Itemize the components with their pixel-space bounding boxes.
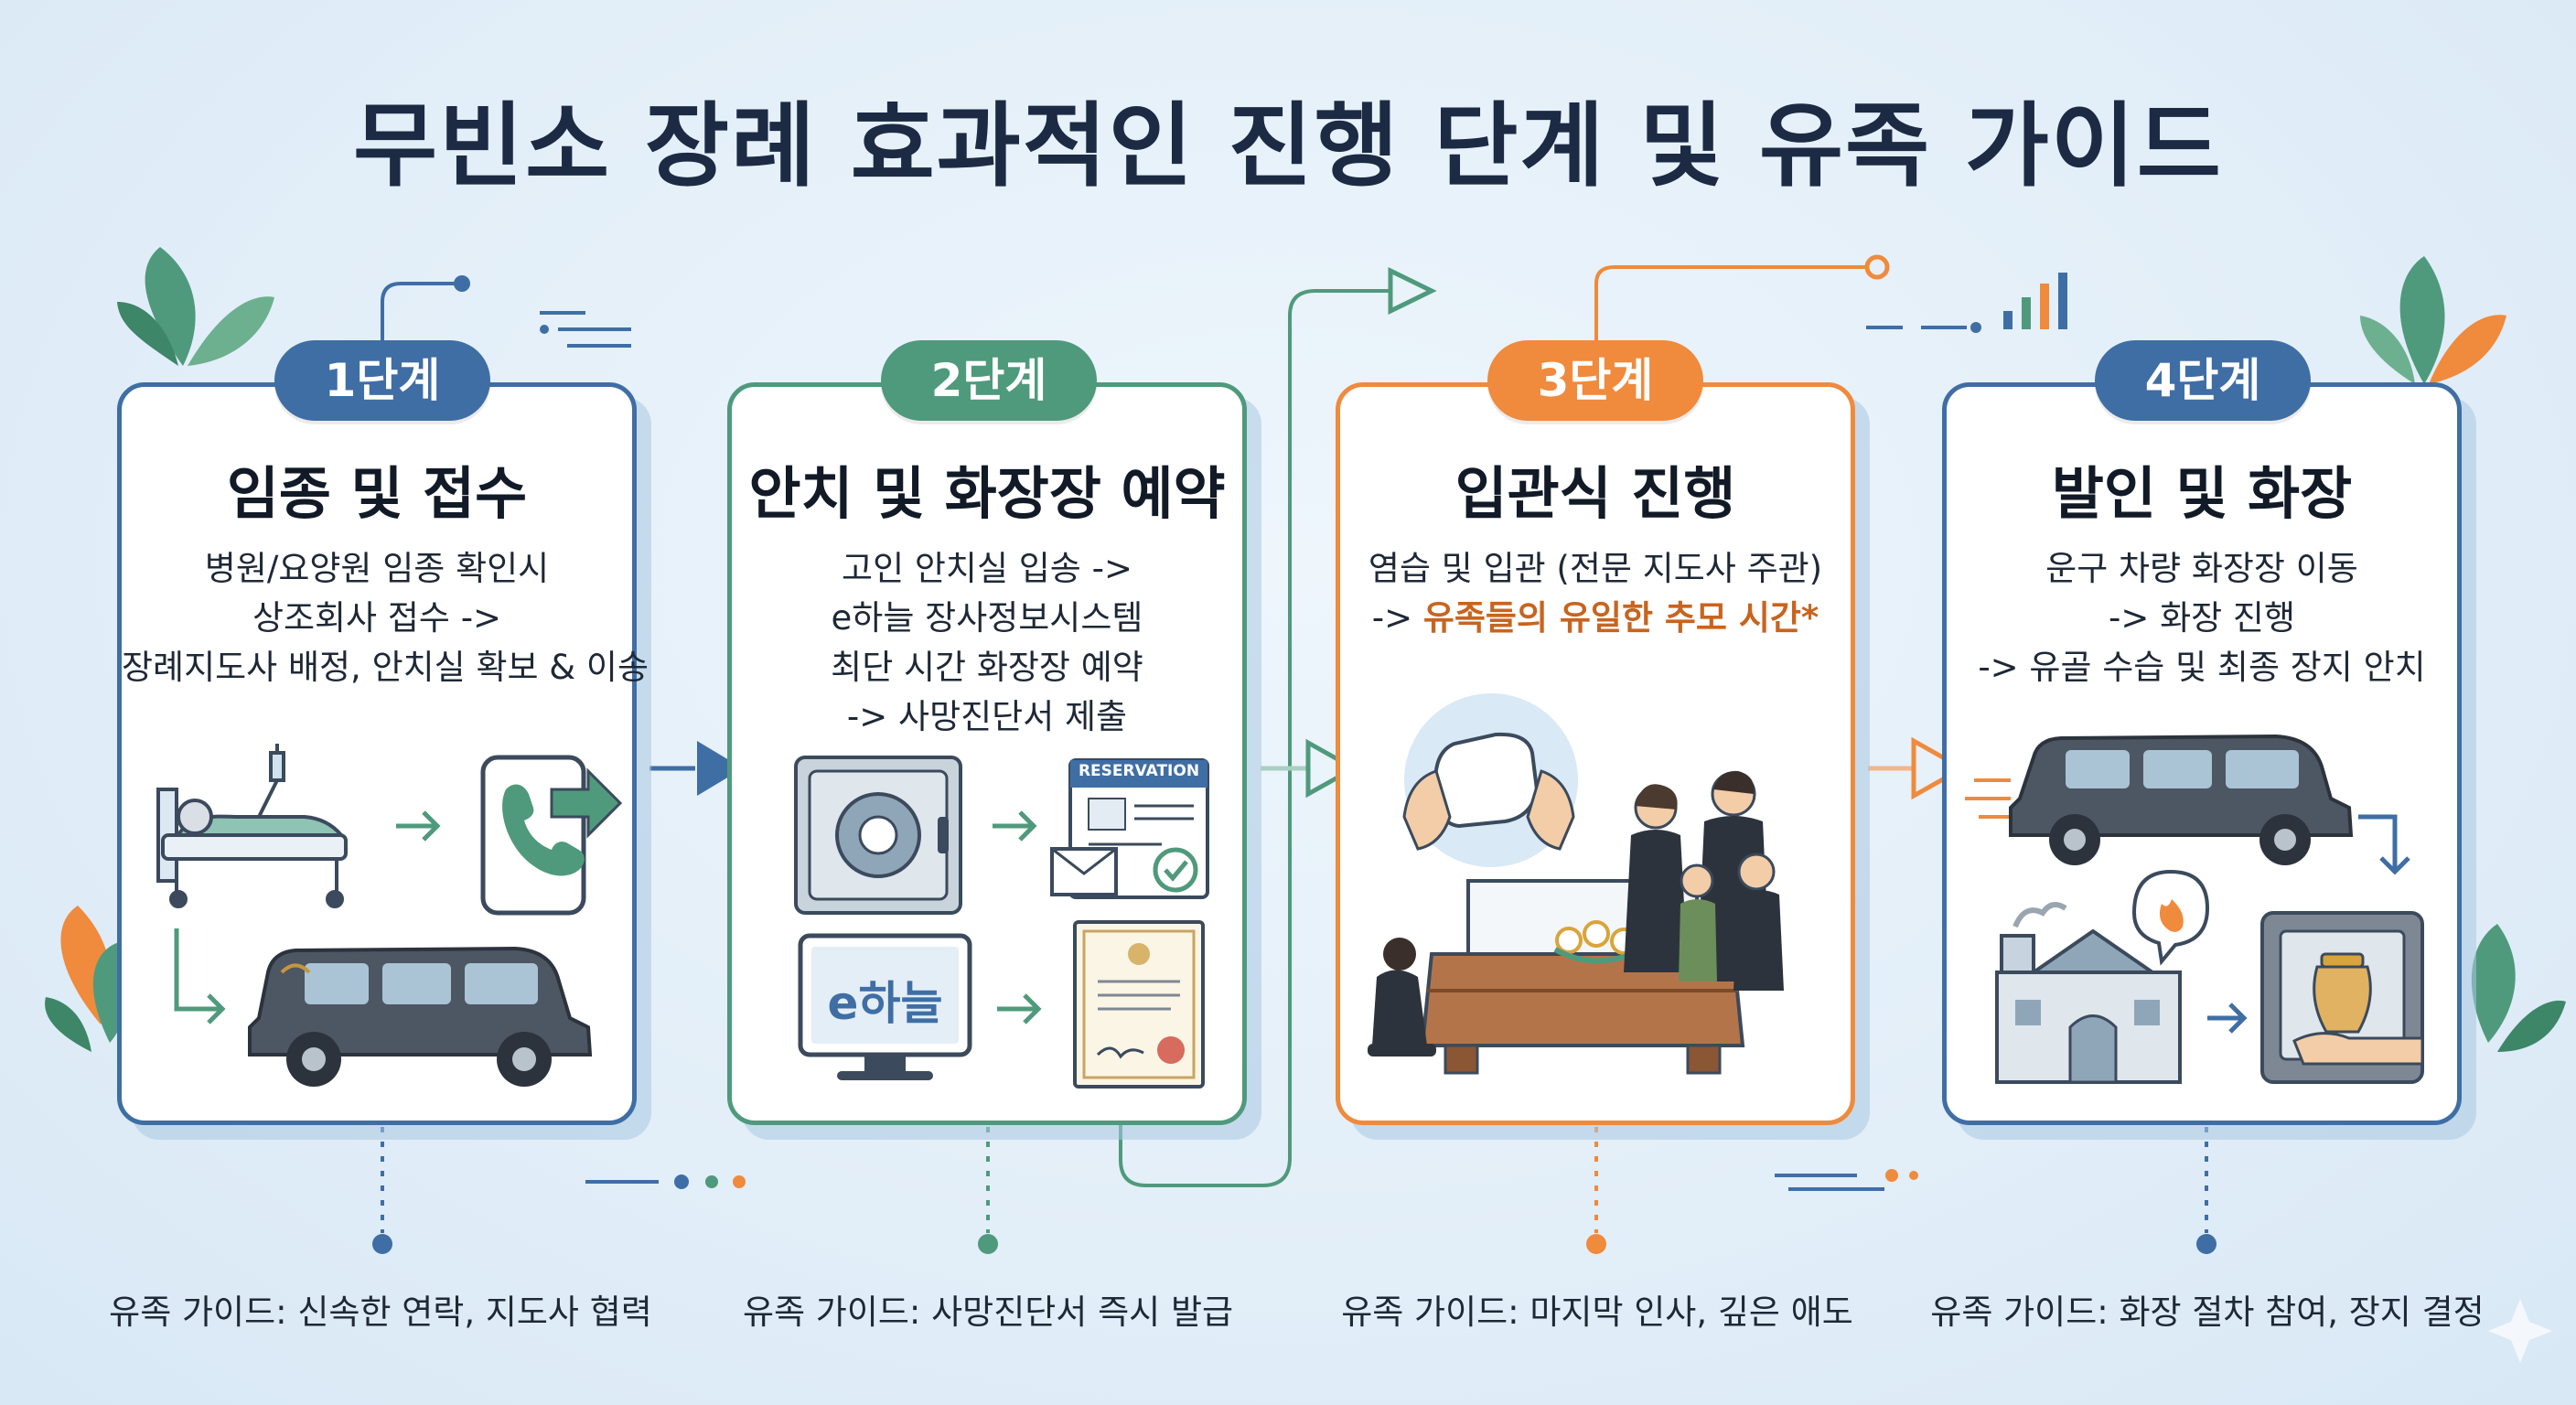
step-title: 임종 및 접수: [226, 460, 528, 527]
monitor-icon: [798, 933, 972, 1080]
step-description: 운구 차량 화장장 이동 -> 화장 진행 -> 유골 수습 및 최종 장지 안…: [1947, 544, 2457, 692]
description-line: 최단 시간 화장장 예약: [831, 648, 1143, 687]
hearse-icon: [2009, 734, 2354, 865]
step-description: 고인 안치실 입송 -> e하늘 장사정보시스템 최단 시간 화장장 예약 ->…: [732, 544, 1242, 742]
hospital-bed-icon: [156, 744, 348, 908]
step-1-illustration: [156, 744, 623, 1087]
step-description: 병원/요양원 임종 확인시 상조회사 접수 -> 장례지도사 배정, 안치실 확…: [122, 544, 649, 692]
step-2-guide: 유족 가이드: 사망진단서 즉시 발급: [742, 1292, 1234, 1332]
description-prefix: ->: [1371, 598, 1413, 638]
step-1-guide: 유족 가이드: 신속한 연락, 지도사 협력: [109, 1292, 652, 1332]
description-highlight: 유족들의 유일한 추모 시간*: [1422, 598, 1819, 638]
step-4-guide: 유족 가이드: 화장 절차 참여, 장지 결정: [1930, 1292, 2485, 1332]
reservation-document-icon: [1050, 758, 1209, 899]
step-3-badge: 3단계: [1487, 340, 1703, 421]
description-line: 고인 안치실 입송 ->: [842, 549, 1132, 588]
description-line: -> 유골 수습 및 최종 장지 안치: [1978, 648, 2426, 687]
sparkle-icon: [2488, 1299, 2552, 1363]
fire-icon: [2131, 869, 2210, 966]
description-line: 상조회사 접수 ->: [252, 598, 502, 638]
description-line: 병원/요양원 임종 확인시: [204, 549, 550, 588]
reservation-label: RESERVATION: [1078, 762, 1200, 780]
urn-icon: [2260, 911, 2424, 1084]
morgue-cabinet-icon: [794, 756, 962, 915]
step-description: 염습 및 입관 (전문 지도사 주관) -> 유족들의 유일한 추모 시간*: [1340, 544, 1851, 643]
description-line: 운구 차량 화장장 이동: [2045, 549, 2358, 588]
bar-chart-icon: [2003, 273, 2067, 329]
step-2-badge: 2단계: [881, 340, 1097, 421]
step-2-illustration: [794, 756, 1209, 1089]
step-3-illustration: [1368, 693, 1784, 1075]
hearse-icon: [248, 946, 593, 1087]
leaf-icon: [2360, 256, 2506, 384]
description-line: 장례지도사 배정, 안치실 확보 & 이송: [122, 648, 649, 687]
phone-icon: [480, 755, 623, 916]
step-3-guide: 유족 가이드: 마지막 인사, 깊은 애도: [1341, 1292, 1853, 1332]
description-line: e하늘 장사정보시스템: [831, 598, 1143, 638]
page-title: 무빈소 장례 효과적인 진행 단계 및 유족 가이드: [353, 92, 2223, 199]
description-line: -> 유족들의 유일한 추모 시간*: [1340, 594, 1851, 643]
description-line: 염습 및 입관 (전문 지도사 주관): [1368, 549, 1823, 588]
step-3-card: 입관식 진행 염습 및 입관 (전문 지도사 주관) -> 유족들의 유일한 추…: [1336, 382, 1855, 1125]
description-line: -> 화장 진행: [2108, 598, 2296, 638]
step-4-illustration: [1965, 734, 2424, 1084]
description-line: -> 사망진단서 제출: [846, 697, 1128, 736]
step-title: 입관식 진행: [1454, 460, 1736, 527]
crematorium-icon: [1995, 902, 2182, 1084]
step-1-card: 임종 및 접수 병원/요양원 임종 확인시 상조회사 접수 -> 장례지도사 배…: [117, 382, 649, 1125]
step-4-card: 발인 및 화장 운구 차량 화장장 이동 -> 화장 진행 -> 유골 수습 및…: [1942, 382, 2462, 1125]
step-title: 안치 및 화장장 예약: [748, 460, 1226, 527]
step-2-card: 안치 및 화장장 예약 고인 안치실 입송 -> e하늘 장사정보시스템 최단 …: [727, 382, 1247, 1125]
step-title: 발인 및 화장: [2051, 460, 2353, 527]
certificate-icon: [1073, 920, 1205, 1089]
step-4-badge: 4단계: [2095, 340, 2311, 421]
family-icon: [1624, 770, 1784, 991]
monitor-text: e하늘: [827, 977, 943, 1030]
leaf-icon: [2471, 924, 2566, 1052]
mourner-icon: [1368, 938, 1436, 1056]
step-1-badge: 1단계: [274, 340, 490, 421]
leaf-icon: [117, 247, 274, 366]
cloth-hands-icon: [1402, 693, 1578, 867]
